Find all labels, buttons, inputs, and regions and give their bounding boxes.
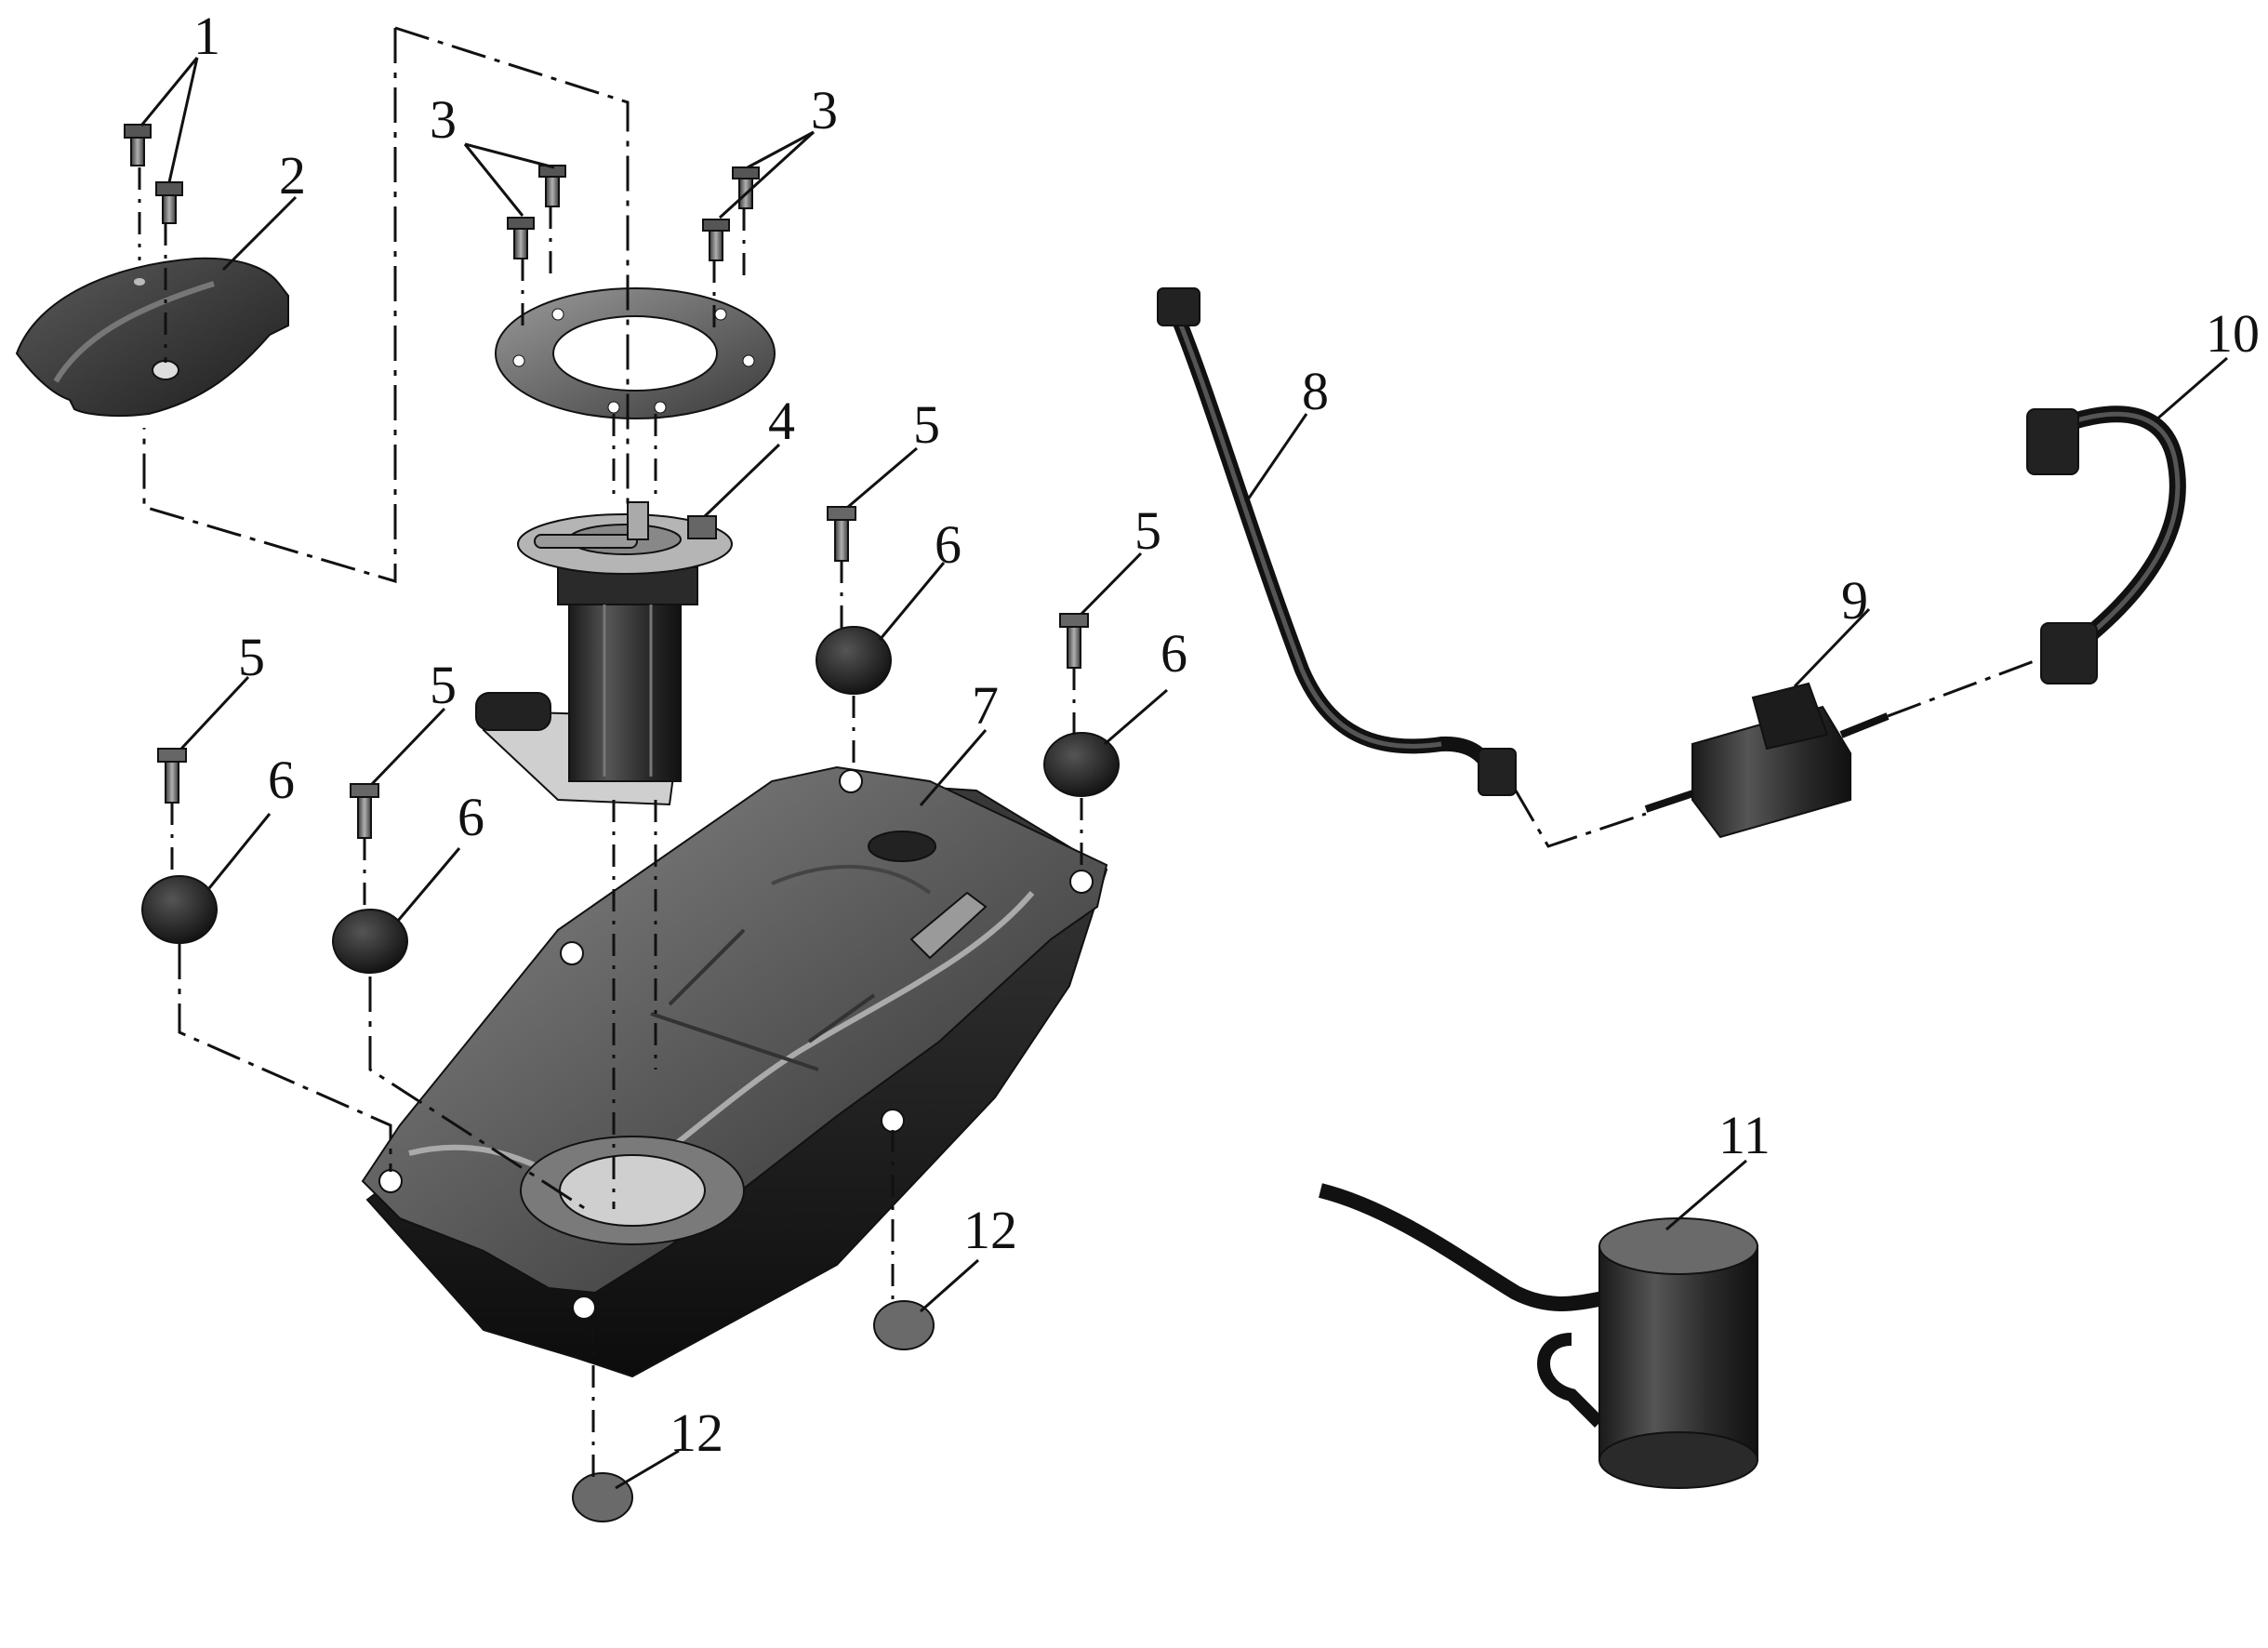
alignment-lines: [138, 26, 2037, 1479]
callout-12-right: 12: [963, 1200, 1017, 1260]
fuel-hose-part-10: [2026, 405, 2186, 684]
fuel-hose-part-8: [1157, 287, 1517, 796]
callout-1: 1: [193, 6, 220, 66]
callout-5-top: 5: [913, 394, 940, 455]
bolt-part-3-right: [702, 166, 760, 261]
callout-6-top: 6: [935, 514, 962, 575]
evap-canister-part-11: [1319, 1183, 1758, 1489]
callout-4: 4: [768, 391, 795, 451]
callout-10: 10: [2206, 303, 2260, 364]
callout-6-right: 6: [1161, 623, 1187, 684]
callout-5-left: 5: [238, 627, 265, 687]
heat-shield-plate: [15, 257, 289, 418]
callout-9: 9: [1841, 570, 1868, 631]
callout-8: 8: [1302, 361, 1329, 421]
fuel-pump-assembly: [475, 501, 733, 806]
callout-11: 11: [1718, 1105, 1771, 1165]
callout-labels: 1 2 3 3 4 5 5 5 5 6 6 6 6 7 8 9 10 11 12…: [193, 6, 2260, 1463]
leader-lines: [139, 57, 2228, 1490]
callout-3-right: 3: [811, 80, 838, 140]
fuel-filter-part-9: [1644, 682, 1890, 839]
rubber-cap-part-12: [572, 1300, 935, 1522]
fuel-tank: [361, 765, 1108, 1378]
bolt-part-5: [157, 506, 1089, 839]
bolt-part-1: [124, 124, 183, 224]
callout-6-mid: 6: [458, 787, 484, 847]
callout-7: 7: [972, 675, 999, 736]
pump-gasket-ring: [495, 287, 776, 419]
callout-12-bottom: 12: [670, 1402, 723, 1463]
bolt-part-3-left: [507, 165, 566, 259]
rubber-grommet-part-6: [141, 626, 1120, 974]
callout-5-mid: 5: [430, 655, 457, 715]
callout-3-left: 3: [430, 89, 457, 150]
callout-2: 2: [279, 145, 306, 206]
callout-6-left: 6: [268, 750, 295, 810]
callout-5-right: 5: [1134, 500, 1161, 561]
